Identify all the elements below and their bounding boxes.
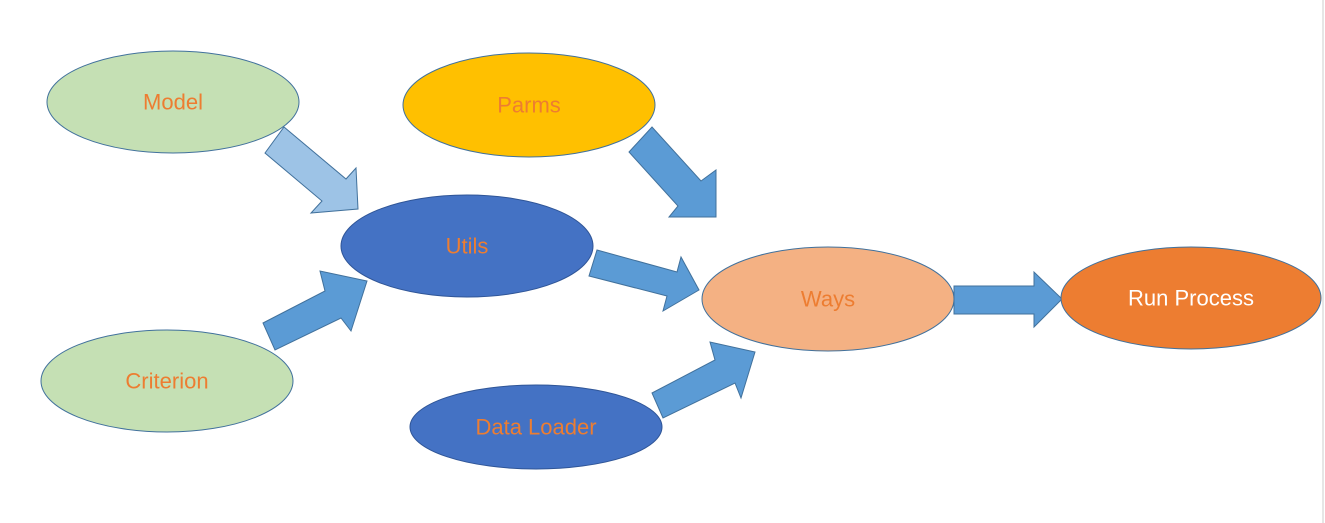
node-criterion: Criterion — [40, 329, 294, 433]
node-run-process-shape — [1060, 246, 1322, 350]
edges-layer — [262, 126, 1063, 419]
node-parms-shape — [402, 52, 656, 158]
node-model: Model — [46, 50, 300, 154]
node-run-process-label: Run Process — [1128, 286, 1254, 311]
node-utils: Utils — [340, 194, 594, 298]
node-parms: Parms — [402, 52, 656, 158]
node-utils-label: Utils — [446, 234, 489, 259]
right-edge-divider — [1322, 0, 1324, 523]
arrow-dataloader-to-ways — [651, 341, 756, 419]
nodes-layer: Model Criterion Parms Utils Data Loader … — [40, 50, 1322, 470]
node-model-shape — [46, 50, 300, 154]
node-model-label: Model — [143, 90, 203, 115]
node-ways-label: Ways — [801, 287, 855, 312]
arrow-model-to-utils — [264, 126, 359, 214]
node-ways: Ways — [701, 246, 955, 352]
node-data-loader-shape — [409, 384, 663, 470]
arrow-criterion-to-utils — [262, 270, 368, 351]
node-data-loader-label: Data Loader — [475, 415, 596, 440]
arrow-utils-to-ways — [588, 249, 700, 313]
node-utils-shape — [340, 194, 594, 298]
node-criterion-label: Criterion — [125, 369, 208, 394]
node-run-process: Run Process — [1060, 246, 1322, 350]
node-parms-label: Parms — [497, 93, 561, 118]
arrow-ways-to-runprocess — [953, 270, 1063, 329]
arrow-parms-to-ways — [628, 126, 717, 218]
node-data-loader: Data Loader — [409, 384, 663, 470]
node-ways-shape — [701, 246, 955, 352]
node-criterion-shape — [40, 329, 294, 433]
